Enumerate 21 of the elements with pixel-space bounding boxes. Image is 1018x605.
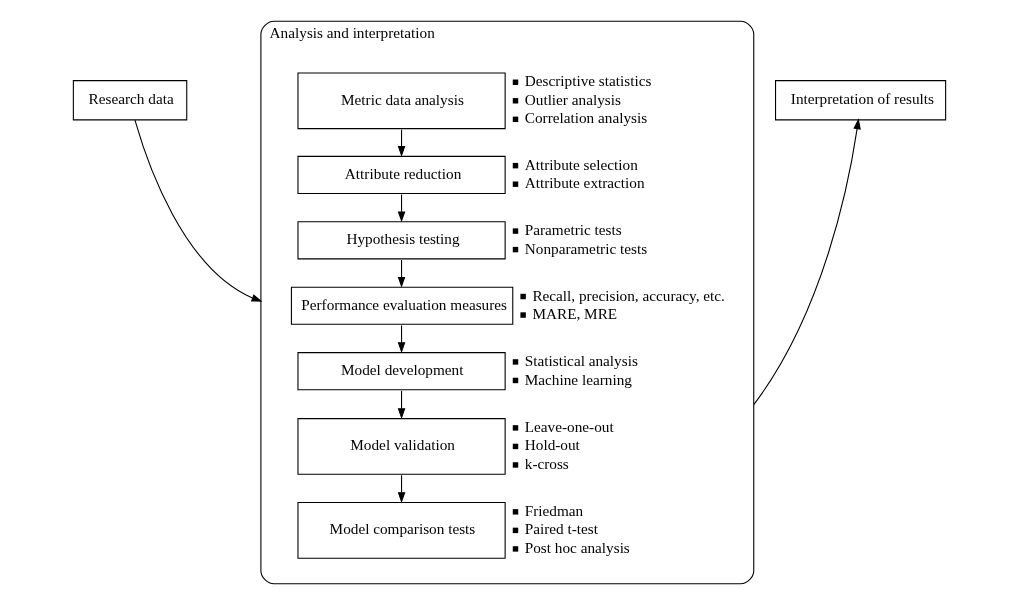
node-label: Recall, precision, accuracy, etc. — [531, 286, 725, 304]
arrow — [752, 118, 861, 406]
node-box: Interpretation of results — [774, 80, 946, 121]
node-label: Attribute extraction — [524, 174, 645, 192]
node-label: Attribute selection — [524, 155, 638, 173]
node-label: Outlier analysis — [524, 90, 621, 108]
node-label: Hold-out — [524, 436, 580, 454]
node-label: Statistical analysis — [524, 351, 638, 369]
node-label: Descriptive statistics — [524, 72, 651, 90]
node-label: MARE, MRE — [531, 305, 617, 323]
node-label: k-cross — [524, 455, 569, 472]
node-label: Post hoc analysis — [524, 538, 630, 556]
node-label: Friedman — [524, 501, 583, 519]
node-label: Parametric tests — [524, 221, 622, 239]
node-label: Machine learning — [524, 370, 632, 388]
node-label: Correlation analysis — [524, 109, 647, 127]
node-label: Paired t-test — [524, 520, 598, 538]
node-label: Leave-one-out — [524, 417, 614, 435]
node-label: Nonparametric tests — [524, 239, 647, 257]
node-box: Research data — [72, 80, 187, 121]
arrow — [133, 119, 262, 302]
